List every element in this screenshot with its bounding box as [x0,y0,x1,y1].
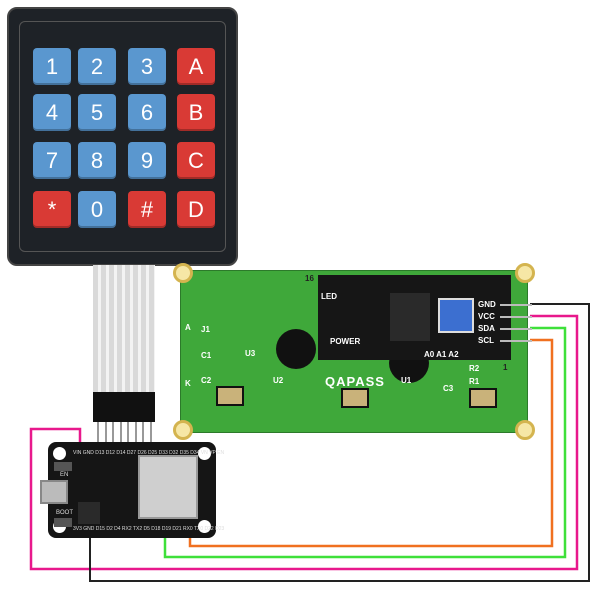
header-pin [127,422,129,442]
key-1[interactable]: 1 [33,48,71,85]
header-pin [104,422,107,442]
address-label: A0 A1 A2 [424,350,459,359]
header-pin [142,422,144,442]
header-pin [97,422,99,442]
key-C[interactable]: C [177,142,215,179]
wire-sda [163,326,567,559]
key-2[interactable]: 2 [78,48,116,85]
pin-label-vcc: VCC [478,312,495,321]
en-label: EN [60,472,69,478]
pin-label-scl: SCL [478,336,494,345]
key-B[interactable]: B [177,94,215,131]
c3-label: C3 [443,384,454,393]
boot-button[interactable] [54,518,72,527]
key-#[interactable]: # [128,191,166,228]
contrast-potentiometer[interactable] [438,298,474,333]
top-pin-labels: VIN GND D13 D12 D14 D27 D26 D25 D33 D32 … [73,450,225,456]
pin-label-gnd: GND [478,300,496,309]
pin-label-sda: SDA [478,324,495,333]
esp-wroom-module [138,455,198,519]
u1-label: U1 [401,376,412,385]
key-6[interactable]: 6 [128,94,166,131]
brand-label: QAPASS [325,374,385,389]
en-button[interactable] [54,462,72,471]
ribbon-cable [93,265,155,395]
key-7[interactable]: 7 [33,142,71,179]
power-label: POWER [330,337,361,346]
scl-pin [500,340,532,342]
i2c-backpack: LED POWER A0 A1 A2 GND VCC SDA SCL [318,275,511,360]
r1-label: R1 [469,377,480,386]
wire-vcc [29,314,579,571]
pin16-label: 16 [305,274,314,283]
led-label: LED [321,292,337,301]
key-D[interactable]: D [177,191,215,228]
key-5[interactable]: 5 [78,94,116,131]
key-3[interactable]: 3 [128,48,166,85]
boot-label: BOOT [56,510,74,516]
a-label: A [185,323,191,332]
u3-label: U3 [245,349,256,358]
key-8[interactable]: 8 [78,142,116,179]
wire-gnd [89,303,590,582]
wire-scl [188,338,554,548]
k-label: K [185,379,191,388]
j1-label: J1 [201,325,210,334]
key-*[interactable]: * [33,191,71,228]
sda-pin [500,328,532,330]
key-0[interactable]: 0 [78,191,116,228]
header-pin [112,422,114,442]
pin1-label: 1 [503,363,508,372]
key-4[interactable]: 4 [33,94,71,131]
gnd-pin [500,304,532,306]
vcc-pin [500,316,532,318]
header-pin [119,422,122,442]
header-pin [149,422,152,442]
r2-label: R2 [469,364,480,373]
c2-label: C2 [201,376,212,385]
key-9[interactable]: 9 [128,142,166,179]
pin-header [93,392,155,422]
pcf8574-chip [390,293,430,341]
c1-label: C1 [201,351,212,360]
micro-usb-port[interactable] [40,480,68,504]
usb-uart-chip [78,502,100,524]
u2-label: U2 [273,376,284,385]
bottom-pin-labels: 3V3 GND D15 D2 D4 RX2 TX2 D5 D18 D19 D21… [73,526,225,532]
header-pin [134,422,137,442]
key-A[interactable]: A [177,48,215,85]
